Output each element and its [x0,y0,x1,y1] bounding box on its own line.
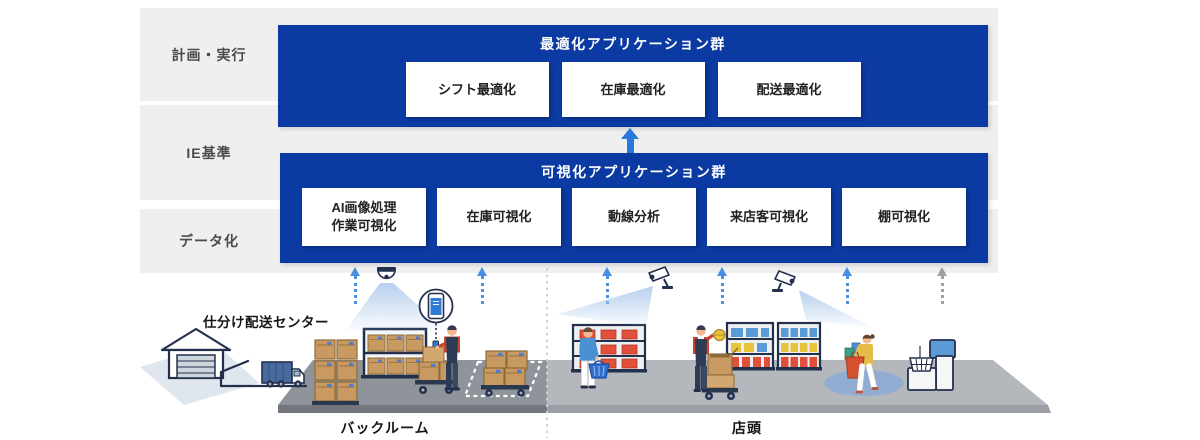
card-flow-line-analysis: 動線分析 [572,188,696,246]
layer-label-plan-execute: 計画・実行 [171,46,247,63]
up-arrow-head [621,128,639,139]
arrow-head [350,267,360,276]
card-shift-optimization: シフト最適化 [405,62,549,117]
checkout-basket-icon [909,357,934,372]
sensor-data-arrow-2 [477,267,487,304]
arrow-tail [353,276,357,304]
arrow-tail [480,276,484,304]
arrow-head [602,267,612,276]
card-inventory-optimization: 在庫最適化 [561,62,705,117]
sensor-data-arrow-4 [717,267,727,304]
pos-register-icon [907,339,956,391]
customer-basket-icon [580,327,610,389]
cctv-camera-icon-right [772,270,796,292]
cardboard-box-stacks [312,339,359,405]
tracking-zone-highlight [824,370,904,396]
camera-light-cone-1 [345,283,447,331]
layer-label-dataization: データ化 [179,233,239,249]
truck-icon [261,361,305,388]
sensor-data-arrow-1 [350,267,360,304]
card-inventory-visualization: 在庫可視化 [437,188,561,246]
card-shelf-visualization: 棚可視化 [842,188,966,246]
optimization-apps-box: 最適化アプリケーション群 シフト最適化 在庫最適化 配送最適化 [278,25,988,127]
staging-area-outline [463,360,543,398]
sensor-data-arrow-5 [842,267,852,304]
warehouse-icon [140,327,259,405]
card-visitor-visualization: 来店客可視化 [707,188,831,246]
optimization-card-row: シフト最適化 在庫最適化 配送最適化 [278,62,988,117]
staged-cart-icon [481,350,529,397]
store-shelf-red [571,323,647,373]
arrow-head [477,267,487,276]
layer-label-ie-standard: IE基準 [186,144,232,161]
up-arrow-shaft [626,139,634,153]
store-staff-cart-icon [701,347,739,400]
arrow-head [717,267,727,276]
store-staff-icon [693,325,726,392]
delivery-route-line [219,359,308,388]
arrow-tail [605,276,609,304]
up-arrow-icon [621,128,639,153]
visualization-apps-title: 可視化アプリケーション群 [541,164,727,180]
storefront-label: 店頭 [732,420,762,436]
arrow-tail [720,276,724,304]
worker-cart-icon [415,345,458,394]
card-delivery-optimization: 配送最適化 [717,62,861,117]
sorting-center-label: 仕分け配送センター [203,315,329,330]
visualization-apps-box: 可視化アプリケーション群 AI画像処理 作業可視化 在庫可視化 動線分析 来店客… [280,153,988,263]
card-ai-image-work-visualization: AI画像処理 作業可視化 [302,188,426,246]
optimization-apps-title: 最適化アプリケーション群 [540,36,726,52]
arrow-tail [845,276,849,304]
backroom-worker-icon [435,325,460,391]
visualization-card-row: AI画像処理 作業可視化 在庫可視化 動線分析 来店客可視化 棚可視化 [280,188,988,246]
arrow-head [937,267,947,276]
store-shelf-mixed-right [776,321,822,371]
shopping-basket-icon [588,360,610,379]
sensor-data-arrow-3 [602,267,612,304]
smartphone-callout-icon [418,288,454,349]
store-shelf-mixed-left [725,321,775,371]
arrow-tail [940,276,944,304]
arrow-head [842,267,852,276]
backroom-label: バックルーム [340,420,430,436]
shopper-bags-icon [844,334,879,394]
camera-light-cone-3 [799,290,874,328]
sensor-data-arrow-6-gray [937,267,947,304]
floor [278,360,1051,413]
backroom-shelf-icon [361,327,429,379]
